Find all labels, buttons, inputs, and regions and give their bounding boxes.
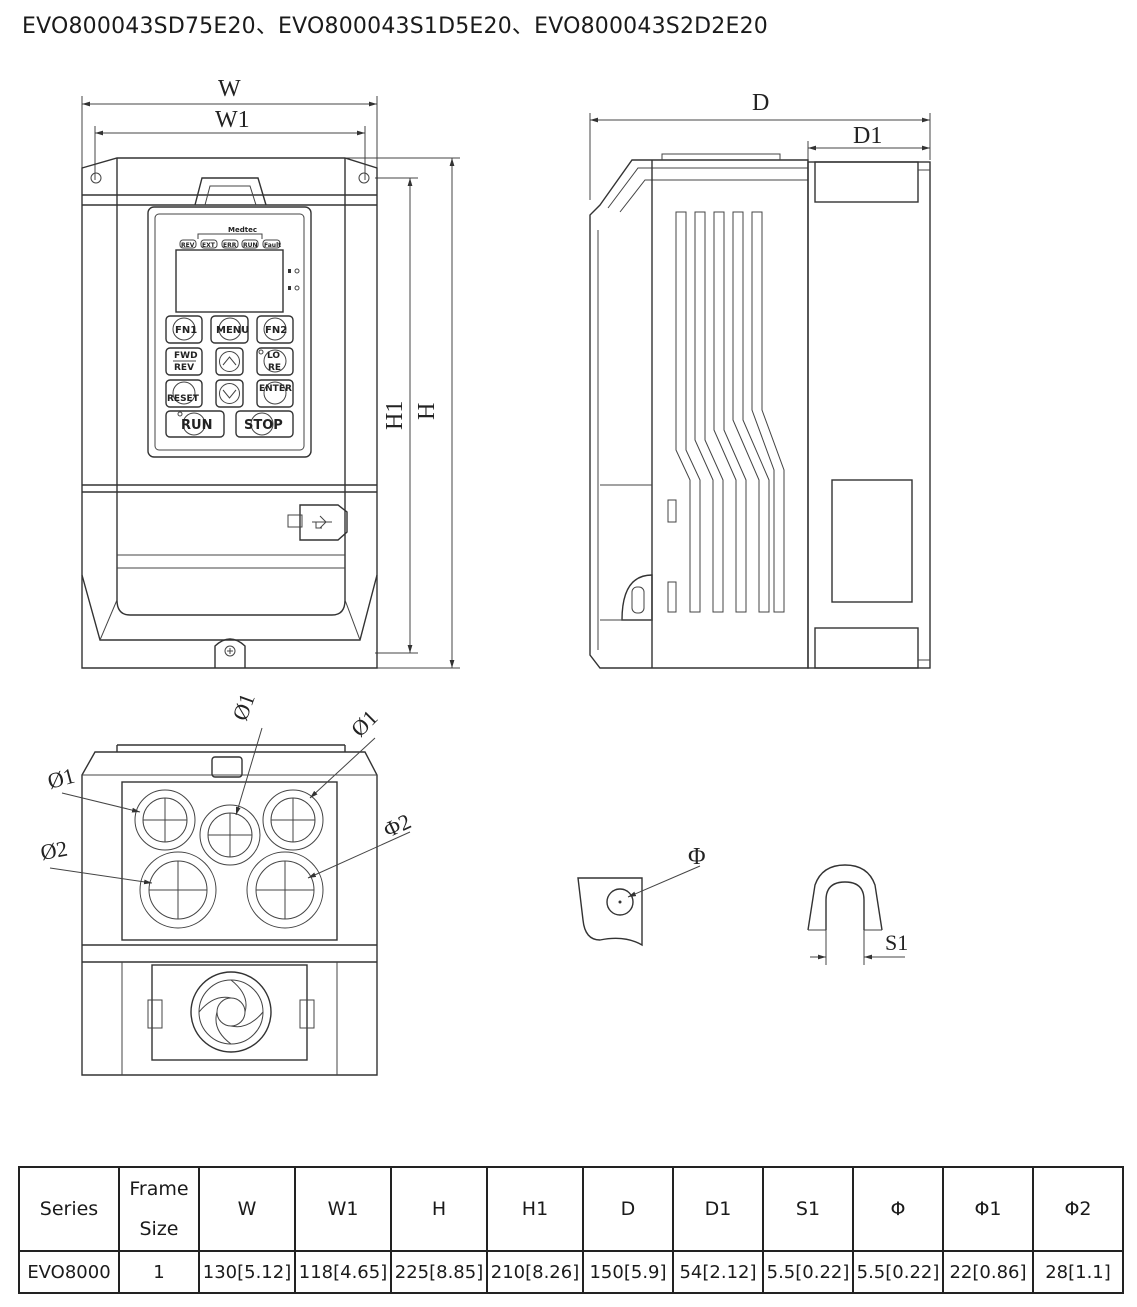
cell-frame-size: 1 (118, 1250, 200, 1294)
header-h: H (390, 1166, 488, 1252)
table-header-row: Series Frame Size W W1 H H1 D D1 S1 Φ Φ1… (18, 1166, 1124, 1252)
technical-drawing: W W1 H H1 (39, 76, 931, 1076)
header-s1: S1 (762, 1166, 854, 1252)
header-d: D (582, 1166, 674, 1252)
dim-d-label: D (752, 90, 769, 116)
spec-table: Series Frame Size W W1 H H1 D D1 S1 Φ Φ1… (18, 1166, 1124, 1294)
cell-h: 225[8.85] (390, 1250, 488, 1294)
dim-w1-label: W1 (215, 107, 250, 133)
cell-d1: 54[2.12] (672, 1250, 764, 1294)
keypad-display (175, 249, 284, 313)
led-err: ERR (223, 242, 237, 249)
re-key: RE (268, 363, 281, 373)
dim-w-label: W (218, 76, 241, 102)
cell-s1: 5.5[0.22] (762, 1250, 854, 1294)
s1-label: S1 (885, 930, 908, 955)
phi1-label-left: Ø1 (45, 763, 77, 794)
keypad-brand: Medtec (228, 226, 257, 234)
cell-w1: 118[4.65] (294, 1250, 392, 1294)
enter-key: ENTER (259, 384, 292, 394)
led-ext: EXT (202, 242, 216, 249)
header-phi1: Φ1 (942, 1166, 1034, 1252)
phi1-label-right: Ø1 (346, 705, 383, 742)
fwd-key: FWD (174, 351, 198, 361)
stop-key: STOP (244, 418, 283, 433)
led-rev: REV (181, 242, 195, 249)
rev-key: REV (174, 363, 194, 373)
cell-w: 130[5.12] (198, 1250, 296, 1294)
fn2-key: FN2 (265, 325, 287, 336)
front-view: W W1 H H1 (81, 76, 460, 669)
cell-d: 150[5.9] (582, 1250, 674, 1294)
fn1-key: FN1 (175, 325, 197, 336)
dim-d1-label: D1 (853, 123, 882, 149)
header-d1: D1 (672, 1166, 764, 1252)
header-phi2: Φ2 (1032, 1166, 1124, 1252)
header-size-line: Size (139, 1218, 179, 1240)
led-fault: Fault (264, 242, 281, 249)
header-h1: H1 (486, 1166, 584, 1252)
header-w: W (198, 1166, 296, 1252)
header-phi: Φ (852, 1166, 944, 1252)
cell-series: EVO8000 (18, 1250, 120, 1294)
lo-key: LO (267, 351, 280, 361)
led-row: REV EXT ERR RUN Fault (179, 239, 281, 249)
header-frame-size: Frame Size (118, 1166, 200, 1252)
table-row: EVO8000 1 130[5.12] 118[4.65] 225[8.85] … (18, 1250, 1124, 1294)
cell-phi2: 28[1.1] (1032, 1250, 1124, 1294)
header-w1: W1 (294, 1166, 392, 1252)
cell-phi1: 22[0.86] (942, 1250, 1034, 1294)
phi2-label-right: Φ2 (380, 808, 415, 842)
keypad: Medtec REV EXT ERR RUN Fault FN1 (165, 226, 300, 438)
bottom-view: Ø1 Ø1 Ø1 Ø2 Φ2 (39, 690, 415, 1076)
cell-phi: 5.5[0.22] (852, 1250, 944, 1294)
page-title: EVO800043SD75E20、EVO800043S1D5E20、EVO800… (22, 14, 768, 39)
phi2-label-left: Ø2 (39, 836, 70, 865)
header-frame-line: Frame (129, 1178, 189, 1200)
side-view: D D1 (589, 90, 931, 669)
dim-h-label: H (414, 403, 440, 420)
reset-key: RESET (167, 394, 200, 404)
phi-label: Φ (688, 844, 706, 870)
menu-key: MENU (216, 325, 249, 336)
mounting-slot-detail: S1 (807, 864, 908, 965)
cell-h1: 210[8.26] (486, 1250, 584, 1294)
mounting-hole-detail: Φ (577, 844, 706, 947)
run-key: RUN (181, 418, 212, 433)
header-series: Series (18, 1166, 120, 1252)
phi1-label-center: Ø1 (227, 690, 260, 724)
dim-h1-label: H1 (382, 401, 408, 430)
led-run: RUN (243, 242, 258, 249)
